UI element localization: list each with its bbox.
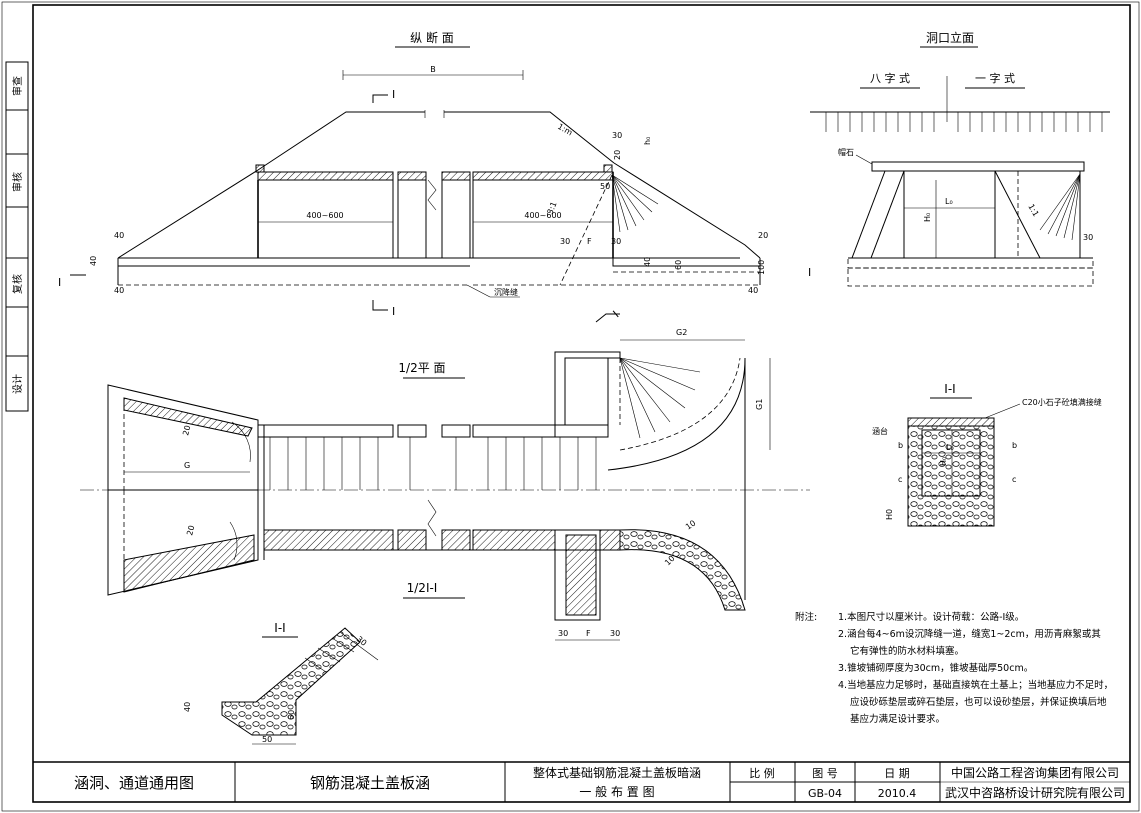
portal-title: 洞口立面 [926,30,974,45]
dim-40-top-left: 40 [114,231,124,240]
half-section-title: 1/2I-I [407,581,438,595]
section-left-title: I-I [274,621,285,635]
dim-F-long: F [587,237,592,246]
dim-40-bottom-left: 40 [114,286,124,295]
cut-mark-plan: I [611,308,622,320]
dim-G1: G1 [755,399,764,410]
dim-b-right: b [1012,441,1017,450]
approval-strip: 审查 审核 复核 设计 [5,61,29,412]
dim-G2: G2 [676,328,687,337]
date-value: 2010.4 [878,787,917,800]
slope-31-label: 3:1 [546,200,559,215]
dim-c-left: c [898,475,902,484]
dim-20-right: 20 [758,231,768,240]
note-line-6: 应设砂砾垫层或碎石垫层，也可以设砂垫层，并保证换填后地 [850,696,1107,708]
dim-30-portal: 30 [1083,233,1093,242]
dim-20-plan-top: 20 [181,424,192,436]
date-label: 日 期 [884,767,910,780]
dim-span-right: 400~600 [524,211,561,220]
portal-elevation: 洞口立面 八 字 式 一 字 式 [810,30,1110,287]
dim-40-cone: 40 [183,702,192,712]
dim-100-right: 100 [757,260,766,275]
cut-mark-left: I [58,276,61,289]
note-line-4: 3.锥坡铺砌厚度为30cm，锥坡基础厚50cm。 [838,662,1033,674]
dim-30-f-left: 30 [560,237,570,246]
dim-B: B [430,65,436,74]
dim-L0-section: L₀ [946,443,954,452]
slope-11-label: 1:1 [1026,203,1040,219]
dim-c-right: c [1012,475,1016,484]
longitudinal-title: 纵 断 面 [410,30,454,45]
dim-40-bottom-right: 40 [748,286,758,295]
dim-10-arc-a: 10 [684,518,698,531]
dim-H0-portal: H₀ [923,213,932,222]
org-line-2: 武汉中咨路桥设计研究院有限公司 [945,785,1125,800]
cut-mark-top: I [392,88,395,101]
drawing-title-line-1: 整体式基础钢筋混凝土盖板暗涵 [533,765,701,780]
title-category: 钢筋混凝土盖板涵 [310,774,430,792]
org-line-1: 中国公路工程咨询集团有限公司 [951,765,1119,780]
dim-L0-portal: L₀ [945,197,953,206]
strip-review-label: 审查 [11,76,24,96]
dim-20-plan-bottom: 20 [185,524,196,536]
dim-b-left: b [898,441,903,450]
dim-60-cone: 60 [287,710,296,720]
dim-20-top: 20 [613,150,622,160]
slope-1m-label: 1:m [556,122,574,138]
title-series: 涵洞、通道通用图 [74,774,194,792]
cut-mark-right: I [808,266,811,279]
dim-30-plan-right: 30 [610,629,620,638]
support-label: 涵台 [872,426,888,436]
dim-30-top: 30 [612,131,622,140]
half-plan-title: 1/2平 面 [398,361,445,375]
longitudinal-section: 纵 断 面 B 1:m 400~600 400~ [58,30,811,318]
section-i-i-left: I-I 30 40 60 50 [183,621,379,745]
dim-span-left: 400~600 [306,211,343,220]
drawing-number-value: GB-04 [808,787,842,800]
note-line-2: 2.涵台每4~6m设沉降缝一道，缝宽1~2cm，用沥青麻絮或其 [838,628,1101,640]
note-line-5: 4.当地基应力足够时，基础直接筑在土基上；当地基应力不足时， [838,679,1113,691]
dim-30-cone: 30 [355,634,369,647]
scale-label: 比 例 [749,766,775,780]
portal-type-straight: 一 字 式 [975,71,1015,85]
cut-mark-bottom: I [392,305,395,318]
dim-60-right: 60 [674,260,683,270]
notes-block: 附注: 1.本图尺寸以厘米计。设计荷载：公路-I级。 2.涵台每4~6m设沉降缝… [795,611,1113,725]
dim-50: 50 [600,182,610,191]
settlement-joint-label: 沉降缝 [494,287,518,297]
strip-design-label: 设计 [11,374,24,394]
strip-audit-label: 审核 [11,172,24,192]
sheet-border [32,4,1131,803]
section-right-title: I-I [944,382,955,396]
title-block: 涵洞、通道通用图 钢筋混凝土盖板涵 整体式基础钢筋混凝土盖板暗涵 一 般 布 置… [33,761,1130,802]
section-i-i-right: I-I C20小石子砼填满接缝 涵台 L₀ H₀ b b c c H0 [872,382,1102,527]
note-line-1: 1.本图尺寸以厘米计。设计荷载：公路-I级。 [838,611,1024,623]
strip-check-label: 复核 [11,274,24,294]
dim-50-cone: 50 [262,735,272,744]
note-line-7: 基应力满足设计要求。 [850,713,945,725]
dim-40-right: 40 [643,257,652,267]
notes-heading: 附注: [795,611,817,623]
c20-fill-label: C20小石子砼填满接缝 [1022,397,1102,407]
portal-type-wing: 八 字 式 [870,71,910,85]
note-line-3: 它有弹性的防水材料填塞。 [850,645,964,657]
dim-40-side-left: 40 [89,256,98,266]
dim-h0: h₀ [643,137,652,145]
dim-F-plan: F [586,629,591,638]
drawing-title-line-2: 一 般 布 置 图 [579,784,654,799]
dim-H0-section: H₀ [939,457,948,466]
cap-stone-label: 帽石 [838,147,854,157]
half-plan-view: 1/2平 面 1/2I-I G 20 20 [80,308,810,641]
drawing-number-label: 图 号 [812,767,838,780]
dim-30-f-right: 30 [611,237,621,246]
dim-G: G [184,461,190,470]
dim-30-plan-left: 30 [558,629,568,638]
dim-H0-base: H0 [885,509,894,520]
